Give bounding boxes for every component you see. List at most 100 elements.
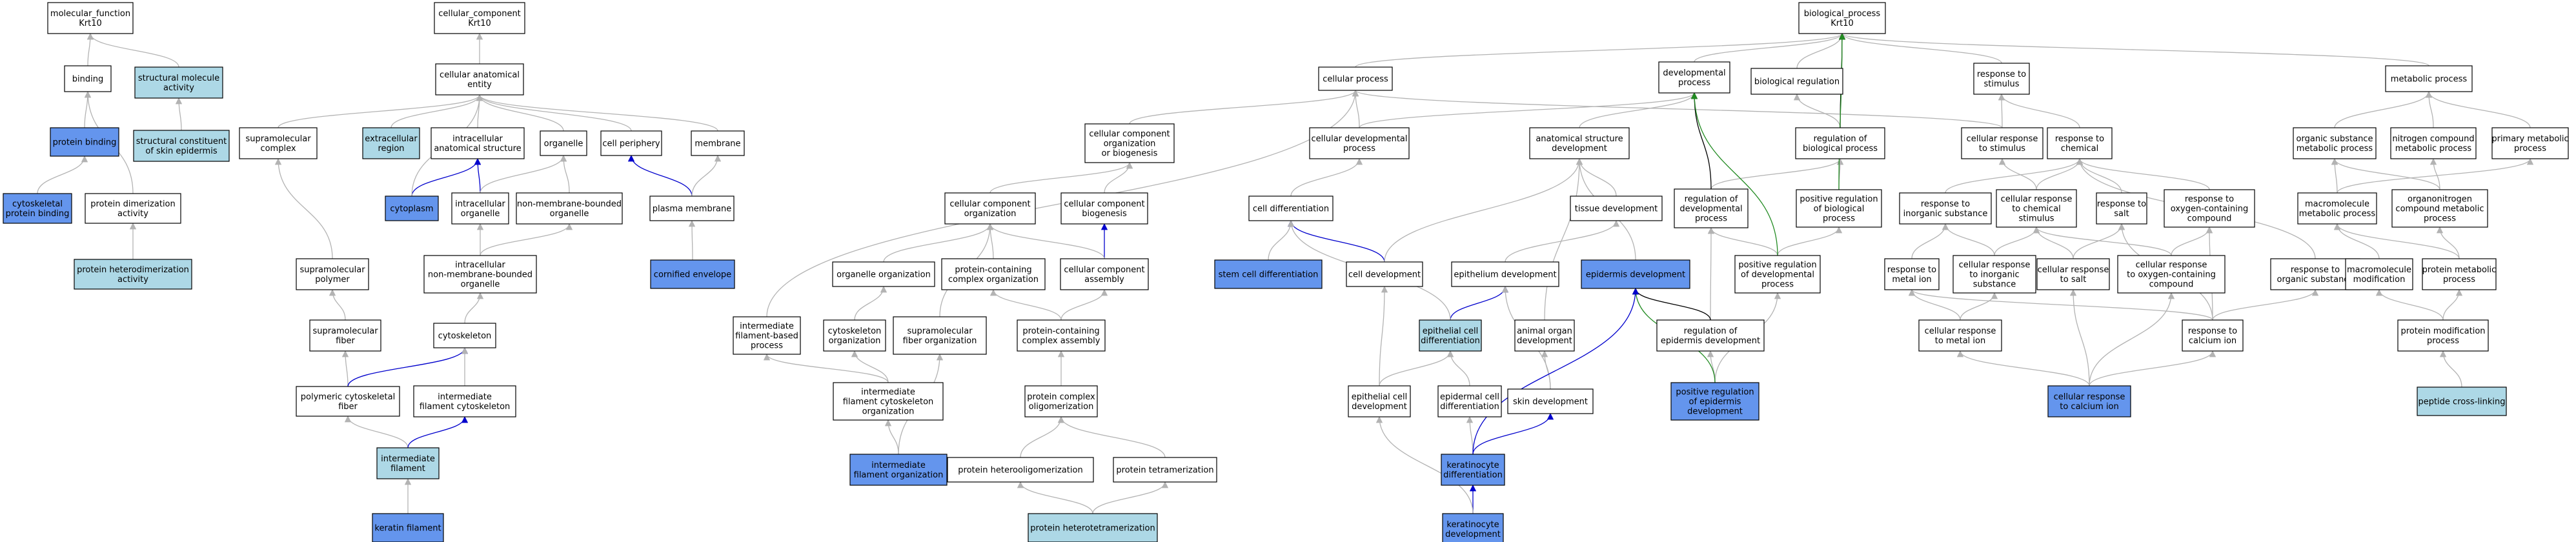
- term-label-line: process: [1678, 78, 1710, 88]
- go-term-binding[interactable]: binding: [64, 65, 112, 92]
- go-term-orgorg[interactable]: organelle organization: [832, 261, 935, 287]
- go-term-prothetolig[interactable]: protein heterooligomerization: [947, 457, 1094, 483]
- go-term-intranmbo[interactable]: intracellularnon-membrane-boundedorganel…: [423, 255, 537, 294]
- go-term-organelle[interactable]: organelle: [540, 130, 587, 156]
- go-term-peptidecross[interactable]: peptide cross-linking: [2417, 386, 2507, 416]
- go-term-epiderm[interactable]: epidermis development: [1581, 259, 1690, 289]
- go-term-cytoplasm[interactable]: cytoplasm: [385, 196, 439, 221]
- go-term-plasmamem[interactable]: plasma membrane: [649, 196, 735, 221]
- term-label-line: cellular anatomical: [440, 70, 520, 80]
- go-term-membrane[interactable]: membrane: [691, 130, 745, 156]
- go-term-bioreg[interactable]: biological regulation: [1750, 68, 1843, 95]
- go-term-celldev[interactable]: cell development: [1346, 261, 1423, 287]
- go-term-stemcell[interactable]: stem cell differentiation: [1214, 259, 1323, 289]
- go-term-cellproc[interactable]: cellular process: [1318, 66, 1393, 91]
- go-term-skindev[interactable]: skin development: [1507, 388, 1594, 414]
- edge-protbind-to-binding: [84, 90, 92, 128]
- go-term-metab[interactable]: metabolic process: [2385, 65, 2473, 92]
- go-term-celldiff[interactable]: cell differentiation: [1248, 196, 1334, 221]
- go-term-prothettetra[interactable]: protein heterotetramerization: [1028, 513, 1158, 542]
- edge-cellrespcalc-to-respcalc: [2089, 350, 2216, 386]
- go-term-tissuedev[interactable]: tissue development: [1570, 196, 1663, 221]
- go-term-cornified[interactable]: cornified envelope: [650, 259, 735, 289]
- go-term-cytoskeleton[interactable]: cytoskeleton: [433, 323, 496, 348]
- go-term-keratinfil[interactable]: keratin filament: [372, 513, 444, 542]
- go-term-cellperiph[interactable]: cell periphery: [600, 130, 662, 156]
- go-term-protbind[interactable]: protein binding: [50, 127, 119, 157]
- go-term-prottetra[interactable]: protein tetramerization: [1113, 457, 1217, 483]
- edge-structskin-to-structmol: [175, 97, 183, 131]
- go-term-epitheldev[interactable]: epithelium development: [1451, 261, 1559, 287]
